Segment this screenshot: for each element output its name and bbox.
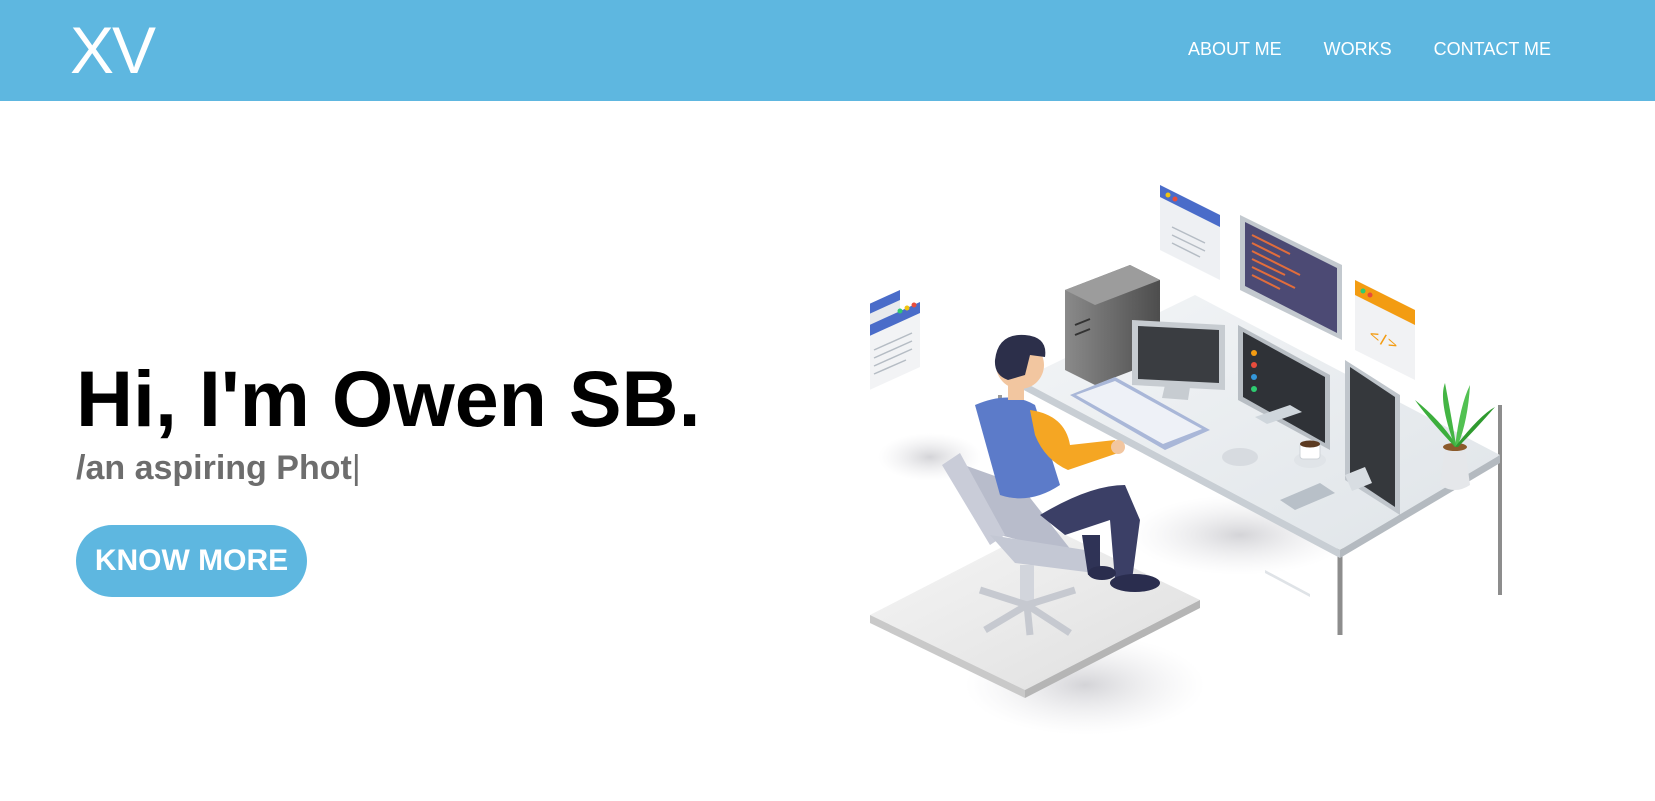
mouse bbox=[1222, 448, 1258, 466]
nav-about-me[interactable]: ABOUT ME bbox=[1187, 39, 1282, 59]
know-more-button[interactable]: KNOW MORE bbox=[76, 525, 307, 597]
hero-subtitle: /an aspiring Phot| bbox=[76, 448, 361, 488]
nav-contact-me[interactable]: CONTACT ME bbox=[1433, 39, 1551, 59]
person bbox=[975, 334, 1160, 592]
typed-text: /an aspiring Phot bbox=[76, 449, 352, 487]
potted-plant bbox=[1440, 447, 1470, 490]
navbar: XV ABOUT ME WORKS CONTACT ME bbox=[0, 0, 1655, 101]
nav-works[interactable]: WORKS bbox=[1323, 39, 1392, 59]
office-chair bbox=[942, 453, 1110, 636]
hero-title: Hi, I'm Owen SB. bbox=[76, 354, 701, 443]
developer-at-desk-illustration: </> bbox=[870, 185, 1502, 735]
logo[interactable]: XV bbox=[70, 13, 156, 87]
nav-links: ABOUT ME WORKS CONTACT ME bbox=[1188, 37, 1551, 61]
tablet bbox=[1280, 483, 1335, 510]
typing-cursor: | bbox=[351, 449, 361, 487]
